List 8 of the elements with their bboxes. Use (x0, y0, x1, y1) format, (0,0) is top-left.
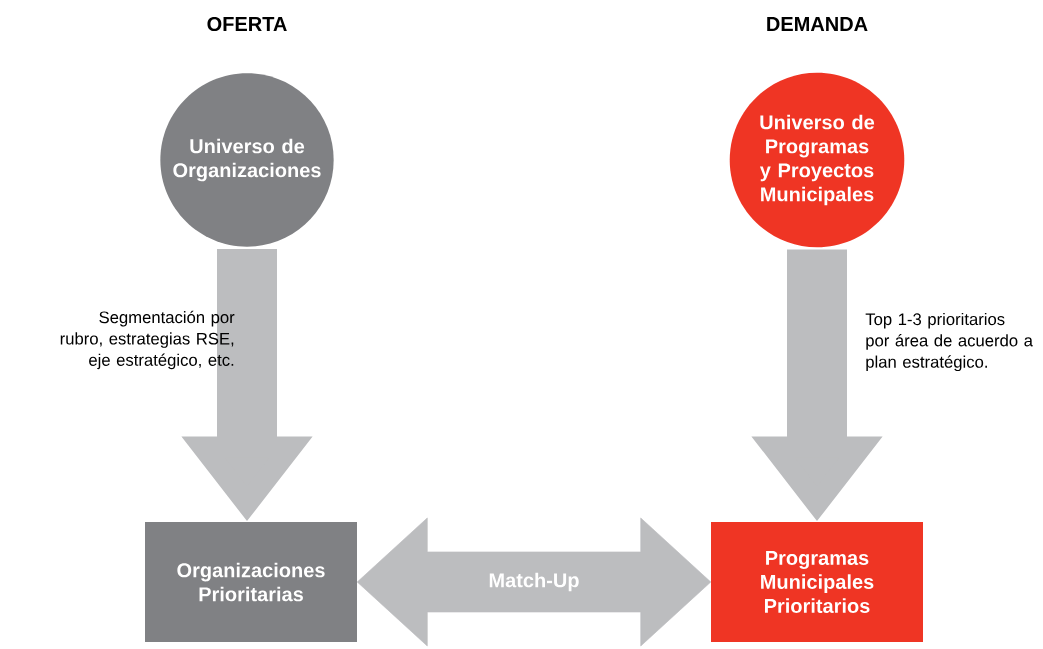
box: Programas Municipales Prioritarios (711, 522, 923, 642)
arrow-label: Match-Up (489, 572, 579, 592)
side-note: Segmentación por rubro, estrategias RSE, eje estratégico, etc. (60, 310, 235, 370)
column-heading: OFERTA (207, 16, 287, 32)
double-block-arrow (356, 517, 712, 647)
column-heading: DEMANDA (767, 17, 868, 31)
box: Organizaciones Prioritarias (145, 522, 357, 642)
side-note: Top 1-3 prioritarios por área de acuerdo a plan estratégico. (865, 312, 1033, 372)
